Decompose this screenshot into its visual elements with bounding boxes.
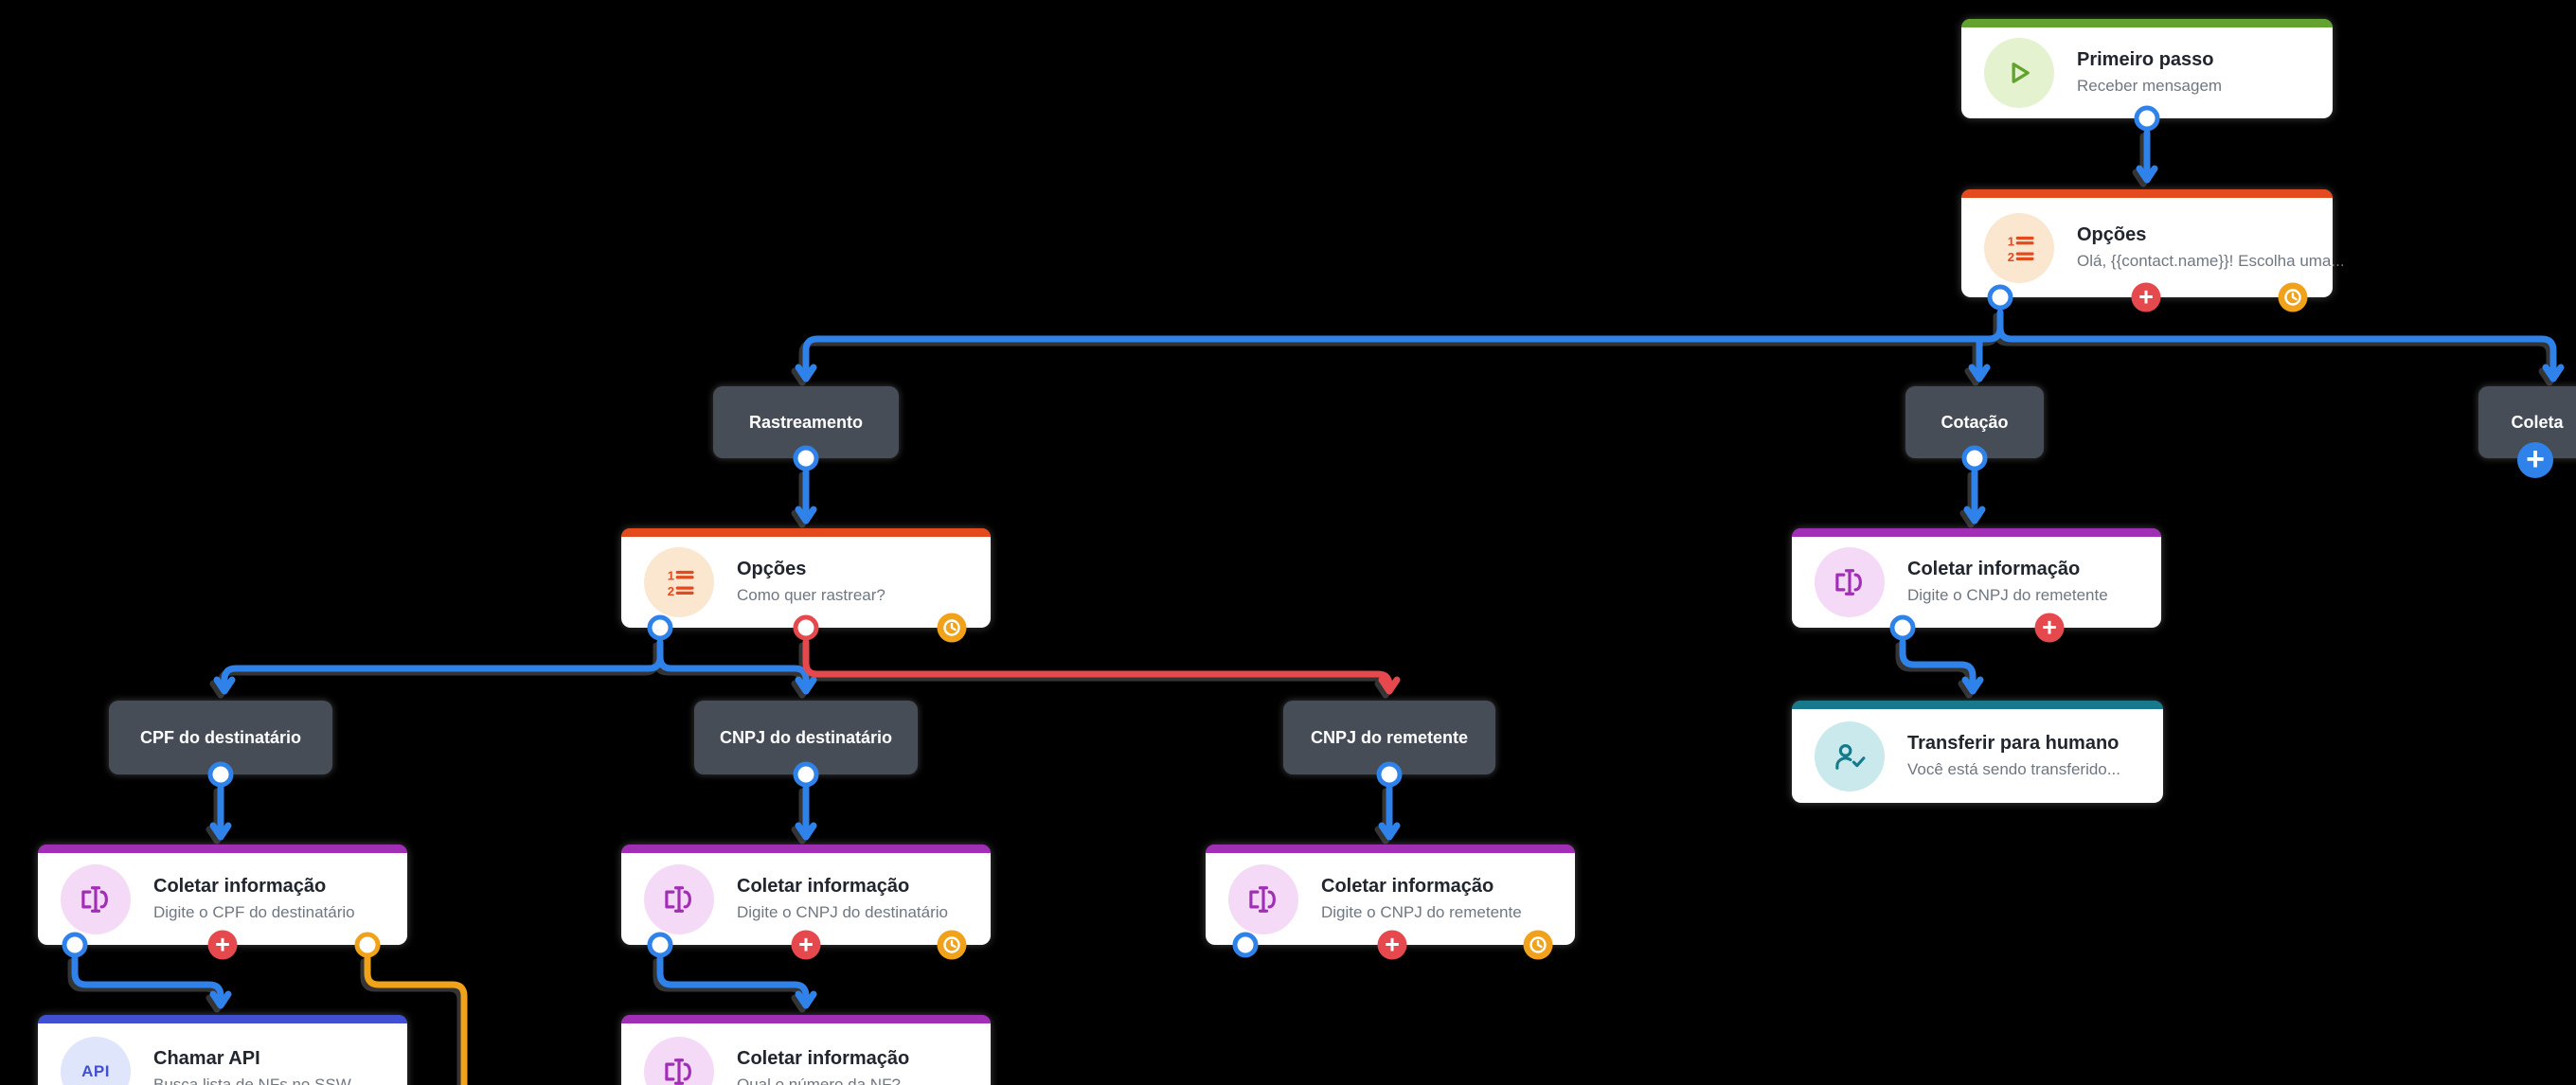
numbered-list-icon: 1 2 — [1984, 212, 2054, 283]
node-accent-bar — [1792, 528, 2161, 537]
port-out-coletar-cpf[interactable] — [62, 932, 88, 958]
node-subtitle: Qual o número da NF? — [737, 1075, 901, 1085]
add-error-branch-button[interactable] — [1377, 930, 1407, 960]
node-subtitle: Receber mensagem — [2077, 77, 2223, 96]
node-coletar-cotacao[interactable]: Coletar informação Digite o CNPJ do reme… — [1792, 528, 2161, 628]
node-subtitle: Busca lista de NFs no SSW — [153, 1075, 351, 1085]
node-subtitle: Você está sendo transferido... — [1907, 759, 2120, 778]
node-subtitle: Digite o CPF do destinatário — [153, 902, 355, 921]
add-step-button-coleta[interactable] — [2517, 442, 2553, 478]
add-error-branch-button[interactable] — [2131, 282, 2161, 312]
node-accent-bar — [38, 845, 407, 853]
play-icon — [1984, 38, 2054, 108]
node-subtitle: Digite o CNPJ do destinatário — [737, 902, 949, 921]
label-text: CPF do destinatário — [139, 727, 301, 747]
add-error-branch-button[interactable] — [2034, 613, 2065, 643]
node-opcoes-inicial[interactable]: 1 2 Opções Olá, {{contact.name}}! Escolh… — [1961, 189, 2345, 297]
collect-input-icon — [1228, 863, 1298, 934]
node-accent-bar — [38, 1015, 407, 1023]
svg-text:2: 2 — [2008, 250, 2014, 264]
collect-input-icon — [644, 863, 714, 934]
node-title: Coletar informação — [1907, 559, 2081, 580]
node-title: Opções — [737, 559, 807, 580]
add-error-branch-button[interactable] — [791, 930, 821, 960]
edge-coletarcpf-to-api — [71, 954, 232, 1009]
node-primeiro-passo[interactable]: Primeiro passo Receber mensagem — [1961, 19, 2333, 118]
port-out-cpf-destinatario[interactable] — [207, 761, 234, 788]
port-out-cotacao[interactable] — [1961, 445, 1988, 471]
timeout-clock-icon[interactable] — [937, 930, 967, 960]
node-transferir-humano[interactable]: Transferir para humano Você está sendo t… — [1792, 701, 2163, 803]
edge-opcoes2-to-cnpj-dest — [656, 653, 817, 695]
node-title: Coletar informação — [153, 875, 327, 897]
node-accent-bar — [1792, 701, 2163, 709]
person-check-icon — [1815, 720, 1885, 792]
port-out-cnpj-remetente[interactable] — [1376, 761, 1403, 788]
node-title: Opções — [2077, 223, 2147, 245]
port-error-opcoes-rastrear[interactable] — [793, 614, 819, 641]
edge-coletarcnpj-to-nf — [656, 954, 817, 1009]
edge-cotacaocoletar-to-transferir — [1899, 638, 1984, 695]
port-out-primeiro-passo[interactable] — [2134, 105, 2160, 132]
edge-opcoes2-to-cpf — [213, 638, 664, 695]
label-text: Rastreamento — [748, 412, 864, 432]
port-out-cnpj-destinatario[interactable] — [793, 761, 819, 788]
node-accent-bar — [621, 528, 991, 537]
node-subtitle: Como quer rastrear? — [737, 586, 886, 605]
timeout-clock-icon[interactable] — [2278, 282, 2308, 312]
port-out-rastreamento[interactable] — [793, 445, 819, 471]
node-coletar-cnpj-destinatario[interactable]: Coletar informação Digite o CNPJ do dest… — [621, 845, 991, 945]
port-out-coletar-cnpj-destinatario[interactable] — [647, 932, 673, 958]
node-title: Coletar informação — [737, 1047, 910, 1069]
edge-opcoes-to-rastreamento — [795, 309, 2004, 382]
port-out-coletar-cnpj-remetente[interactable] — [1232, 932, 1259, 958]
label-text: CNPJ do destinatário — [719, 727, 893, 747]
node-accent-bar — [1961, 189, 2333, 198]
node-accent-bar — [621, 845, 991, 853]
node-title: Primeiro passo — [2077, 49, 2214, 71]
collect-input-icon — [1815, 547, 1885, 617]
port-out-coletar-cotacao[interactable] — [1889, 614, 1916, 641]
label-text: CNPJ do remetente — [1310, 727, 1469, 747]
node-subtitle: Digite o CNPJ do remetente — [1321, 902, 1522, 921]
svg-text:1: 1 — [668, 568, 674, 582]
label-text: Cotação — [1941, 412, 2009, 432]
api-icon-label: API — [81, 1061, 110, 1080]
node-coletar-cnpj-remetente[interactable]: Coletar informação Digite o CNPJ do reme… — [1206, 845, 1575, 945]
node-subtitle: Digite o CNPJ do remetente — [1907, 586, 2108, 605]
node-coletar-nf[interactable]: Coletar informação Qual o número da NF? — [621, 1015, 991, 1085]
node-subtitle: Olá, {{contact.name}}! Escolha uma... — [2077, 251, 2345, 270]
node-title: Coletar informação — [737, 875, 910, 897]
node-title: Chamar API — [153, 1047, 260, 1069]
svg-text:2: 2 — [668, 584, 674, 598]
node-accent-bar — [1206, 845, 1575, 853]
label-text: Coleta — [2511, 412, 2564, 432]
numbered-list-icon: 1 2 — [644, 547, 714, 617]
timeout-clock-icon[interactable] — [1523, 930, 1553, 960]
timeout-clock-icon[interactable] — [937, 613, 967, 643]
add-error-branch-button[interactable] — [207, 930, 238, 960]
edge-opcoes2-to-cnpj-rem — [802, 638, 1401, 695]
port-timeout-coletar-cpf[interactable] — [354, 932, 381, 958]
edge-opcoes-to-coleta — [1996, 324, 2565, 382]
port-out-opcoes-inicial[interactable] — [1987, 284, 2013, 311]
node-chamar-api[interactable]: API Chamar API Busca lista de NFs no SSW — [38, 1015, 407, 1085]
svg-text:1: 1 — [2008, 234, 2014, 248]
node-accent-bar — [621, 1015, 991, 1023]
node-coletar-cpf[interactable]: Coletar informação Digite o CPF do desti… — [38, 845, 407, 945]
port-out-opcoes-rastrear[interactable] — [647, 614, 673, 641]
node-title: Transferir para humano — [1907, 732, 2120, 754]
node-opcoes-rastrear[interactable]: 1 2 Opções Como quer rastrear? — [621, 528, 991, 628]
edge-coletarcpf-timeout — [364, 954, 468, 1085]
collect-input-icon — [61, 863, 131, 934]
node-title: Coletar informação — [1321, 875, 1494, 897]
node-accent-bar — [1961, 19, 2333, 27]
